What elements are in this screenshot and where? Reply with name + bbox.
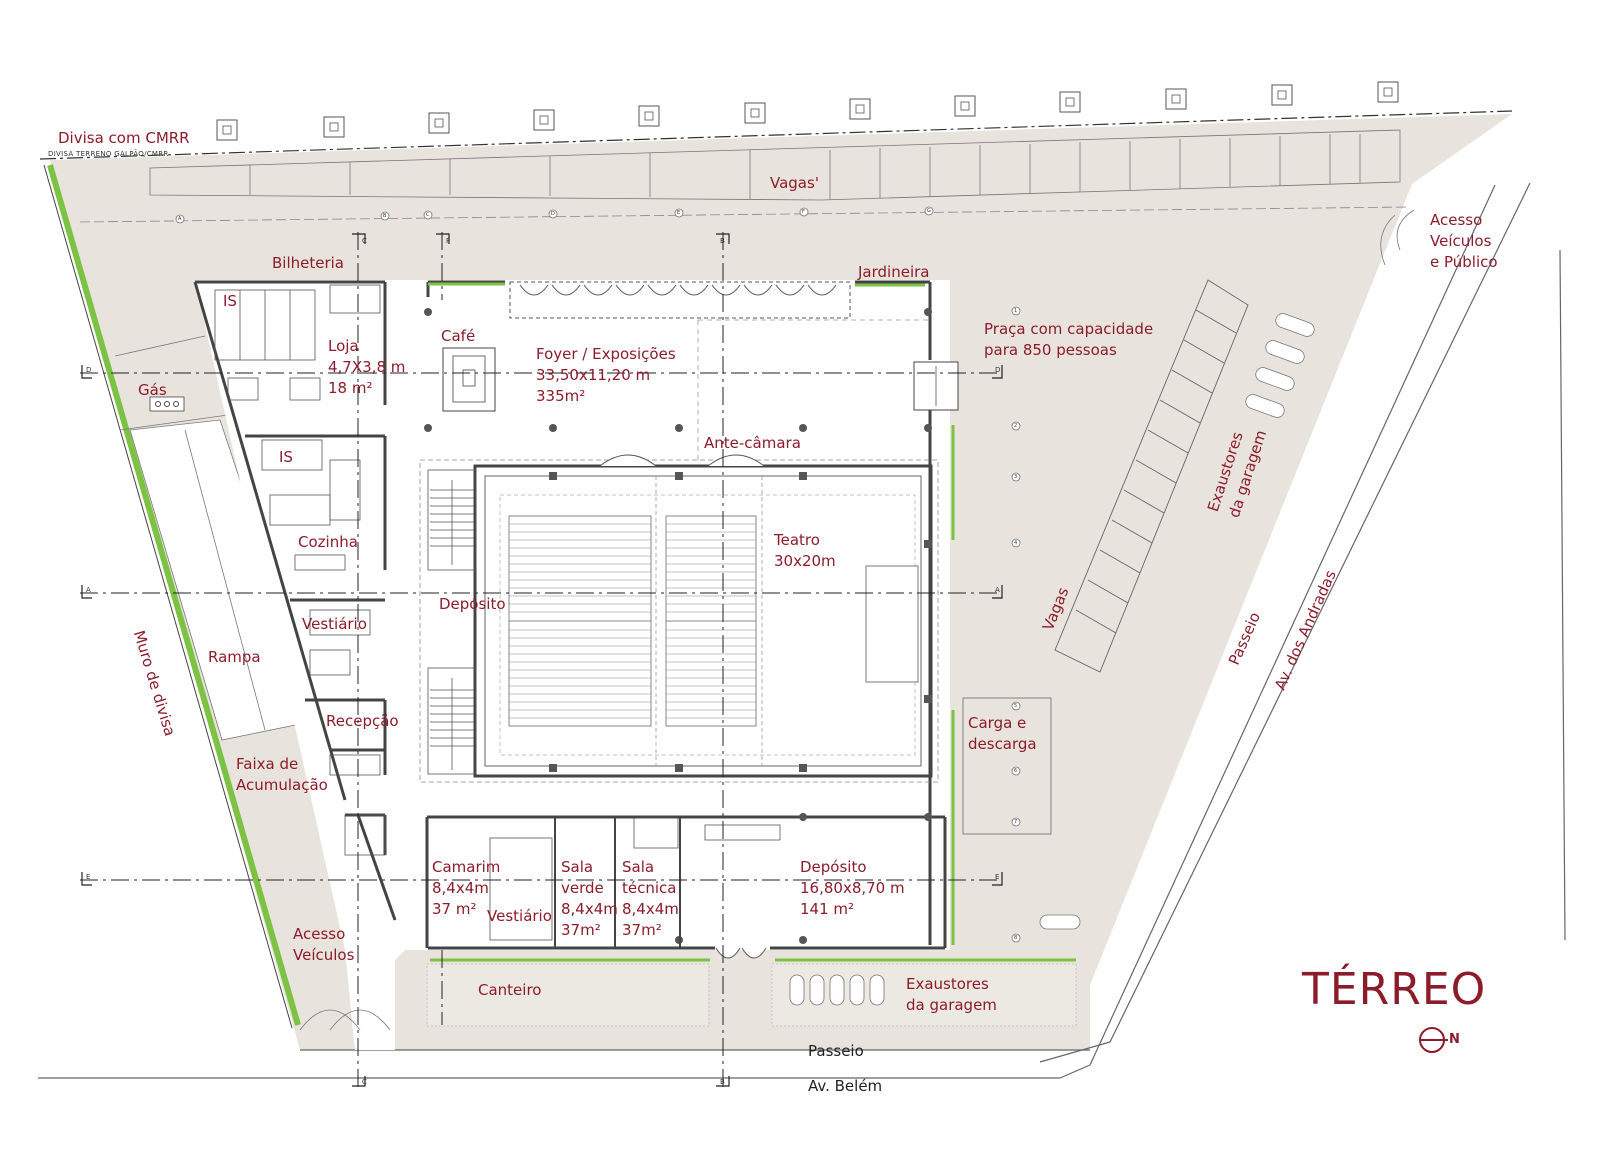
label-carga-1: Carga e — [968, 714, 1027, 732]
label-praca-2: para 850 pessoas — [984, 341, 1117, 359]
grid-bubble-top-g: G — [927, 208, 932, 214]
label-recepcao: Recepção — [326, 712, 399, 730]
section-mark-a-left: A — [86, 586, 92, 594]
drawing-title: TÉRREO — [1302, 964, 1487, 1015]
section-mark-a-right: A — [995, 586, 1001, 594]
label-deposito-2-1: Depósito — [800, 858, 867, 876]
label-sala-tecnica-1: Sala — [622, 858, 655, 876]
label-vestiario-2: Vestiário — [487, 907, 552, 925]
label-divisa: Divisa com CMRR — [58, 129, 190, 147]
label-faixa-2: Acumulação — [236, 776, 328, 794]
label-acesso-veiculos-2: Veículos — [293, 946, 355, 964]
label-sala-verde-3: 8,4x4m — [561, 900, 618, 918]
grid-bubble-right-2: 2 — [1014, 423, 1018, 429]
grid-bubble-right-7: 7 — [1014, 819, 1018, 825]
label-faixa-1: Faixa de — [236, 755, 299, 773]
label-bilheteria: Bilheteria — [272, 254, 344, 272]
top-parking — [149, 129, 1401, 201]
label-sala-tecnica-4: 37m² — [622, 921, 662, 939]
label-loja-1: Loja — [328, 337, 359, 355]
grid-bubble-right-6: 6 — [1014, 768, 1018, 774]
label-gas: Gás — [138, 381, 167, 399]
label-cozinha: Cozinha — [298, 533, 358, 551]
label-sala-tecnica-3: 8,4x4m — [622, 900, 679, 918]
section-mark-e-right: E — [995, 873, 1000, 881]
green-boundary-wall — [47, 164, 301, 1026]
grid-bubble-right-1: 1 — [1014, 308, 1018, 314]
stairs — [427, 469, 477, 775]
section-lines — [80, 232, 1000, 1088]
label-jardineira: Jardineira — [858, 263, 930, 281]
grid-bubble-top-c: C — [426, 212, 430, 218]
section-mark-d-right: D — [995, 366, 1001, 374]
label-is-2: IS — [279, 448, 293, 466]
label-acesso-publico-3: e Público — [1430, 253, 1498, 271]
label-praca-1: Praça com capacidade — [984, 320, 1154, 338]
grid-bubble-top-b: B — [383, 213, 387, 219]
grid-bubble-top-f: F — [802, 209, 806, 215]
label-passeio-bottom: Passeio — [808, 1042, 864, 1060]
section-mark-d-left: D — [86, 366, 92, 374]
label-exaustores-bottom-2: da garagem — [906, 996, 997, 1014]
label-vagas-top: Vagas' — [770, 174, 819, 192]
label-acesso-publico-2: Veículos — [1430, 232, 1492, 250]
label-camarim-1: Camarim — [432, 858, 501, 876]
label-deposito-2-3: 141 m² — [800, 900, 855, 918]
label-camarim-2: 8,4x4m — [432, 879, 489, 897]
exhaust-vents-right — [1039, 313, 1315, 930]
label-sala-verde-1: Sala — [561, 858, 594, 876]
divisa-line — [39, 110, 1513, 160]
label-foyer-1: Foyer / Exposições — [536, 345, 676, 363]
north-label: N — [1449, 1032, 1460, 1047]
section-mark-f-top: F — [446, 237, 451, 245]
label-vestiario-1: Vestiário — [302, 615, 367, 633]
label-deposito-1: Depósito — [439, 595, 506, 613]
top-column-markers — [216, 81, 1399, 141]
right-parking — [1054, 279, 1249, 673]
grid-bubble-right-8: 8 — [1014, 935, 1018, 941]
section-mark-b-bottom: B — [720, 1078, 726, 1086]
label-foyer-2: 33,50x11,20 m — [536, 366, 651, 384]
label-carga-2: descarga — [968, 735, 1037, 753]
street-lines — [38, 182, 1566, 1079]
label-loja-3: 18 m² — [328, 379, 373, 397]
label-canteiro: Canteiro — [478, 981, 542, 999]
section-mark-c-top: C — [362, 237, 368, 245]
label-teatro-2: 30x20m — [774, 552, 836, 570]
section-mark-c-bottom: C — [362, 1078, 368, 1086]
foyer-facade — [509, 281, 851, 319]
label-sala-verde-2: verde — [561, 879, 604, 897]
grid-bubble-right-3: 3 — [1014, 474, 1018, 480]
wc-blocks — [214, 284, 781, 941]
north-arrow-icon — [1419, 1027, 1448, 1053]
grid-bubble-top-a: A — [178, 216, 182, 222]
label-deposito-2-2: 16,80x8,70 m — [800, 879, 905, 897]
label-cafe: Café — [441, 327, 476, 345]
label-divisa-small: DIVISA TERRENO GALPÃO/CMRR — [48, 150, 169, 158]
label-foyer-3: 335m² — [536, 387, 586, 405]
columns — [424, 308, 932, 944]
label-is-1: IS — [223, 292, 237, 310]
exhaust-vents-bottom — [789, 974, 885, 1006]
section-mark-b-top: B — [720, 237, 726, 245]
label-sala-verde-4: 37m² — [561, 921, 601, 939]
label-exaustores-bottom-1: Exaustores — [906, 975, 989, 993]
grid-bubbles-top — [175, 206, 934, 224]
label-sala-tecnica-2: técnica — [622, 879, 677, 897]
label-camarim-3: 37 m² — [432, 900, 477, 918]
label-loja-2: 4,7X3,8 m — [328, 358, 406, 376]
label-ante-camara: Ante-câmara — [704, 434, 801, 452]
grid-bubble-top-d: D — [551, 211, 556, 217]
label-acesso-publico-1: Acesso — [1430, 211, 1483, 229]
label-acesso-veiculos-1: Acesso — [293, 925, 346, 943]
label-teatro-1: Teatro — [774, 531, 820, 549]
section-mark-e-left: E — [86, 873, 91, 881]
grid-bubble-top-e: E — [677, 210, 681, 216]
grid-bubble-right-5: 5 — [1014, 703, 1018, 709]
label-av-belem: Av. Belém — [808, 1077, 883, 1095]
label-rampa: Rampa — [208, 648, 261, 666]
grid-bubble-right-4: 4 — [1014, 540, 1018, 546]
